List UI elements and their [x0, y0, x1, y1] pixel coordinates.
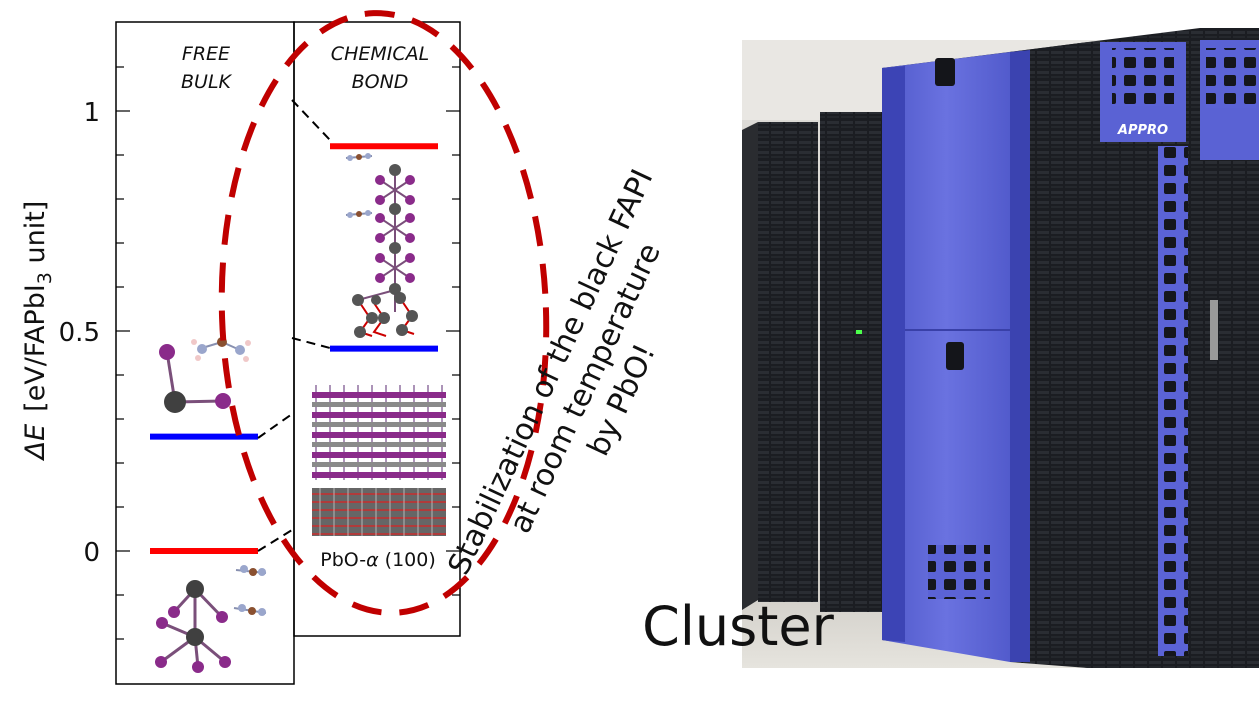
- highlight-ellipse: [218, 10, 550, 616]
- tick-label-0.5: 0.5: [59, 318, 100, 348]
- substrate-label-main: PbO-: [320, 549, 366, 571]
- column-header-chemical: CHEMICAL: [331, 43, 429, 65]
- y-axis-title: ΔE [eV/FAPbI3 unit]: [20, 201, 56, 462]
- tick-label-1: 1: [83, 98, 100, 128]
- y-axis-ticks: [116, 66, 460, 640]
- substrate-label: PbO-α (100): [320, 549, 436, 571]
- substrate-label-facet: (100): [379, 549, 436, 571]
- y-axis-units-subscript: 3: [34, 272, 56, 284]
- substrate-label-greek: α: [366, 549, 379, 571]
- column-header-bond: BOND: [352, 71, 409, 93]
- stabilization-annotation: Stabilization of the black FAPI at room …: [442, 156, 734, 613]
- energy-diagram: 1 0.5 0 ΔE [eV/FAPbI3 unit] FREE BULK CHE…: [20, 21, 461, 685]
- cluster-caption: Cluster: [642, 595, 834, 658]
- free-bulk-molecule-illustration: [159, 330, 251, 413]
- level-connectors: [257, 99, 331, 552]
- chemical-bond-chain-illustration: [345, 153, 418, 338]
- cluster-brand-label: APPRO: [1117, 123, 1168, 138]
- cluster-photo: APPRO: [742, 28, 1259, 668]
- free-bulk-octahedra-illustration: [155, 565, 267, 673]
- energy-levels: [150, 143, 438, 554]
- plot-frame-chemical-bond: [293, 21, 461, 637]
- y-axis-units-end: unit]: [20, 201, 51, 272]
- column-header-free: FREE: [182, 43, 230, 65]
- tick-label-0: 0: [83, 538, 100, 568]
- column-header-bulk: BULK: [181, 71, 233, 93]
- y-axis-delta-e: ΔE: [20, 424, 51, 462]
- chemical-bond-slab-illustration: [310, 380, 450, 540]
- y-axis-units: [eV/FAPbI: [20, 284, 51, 412]
